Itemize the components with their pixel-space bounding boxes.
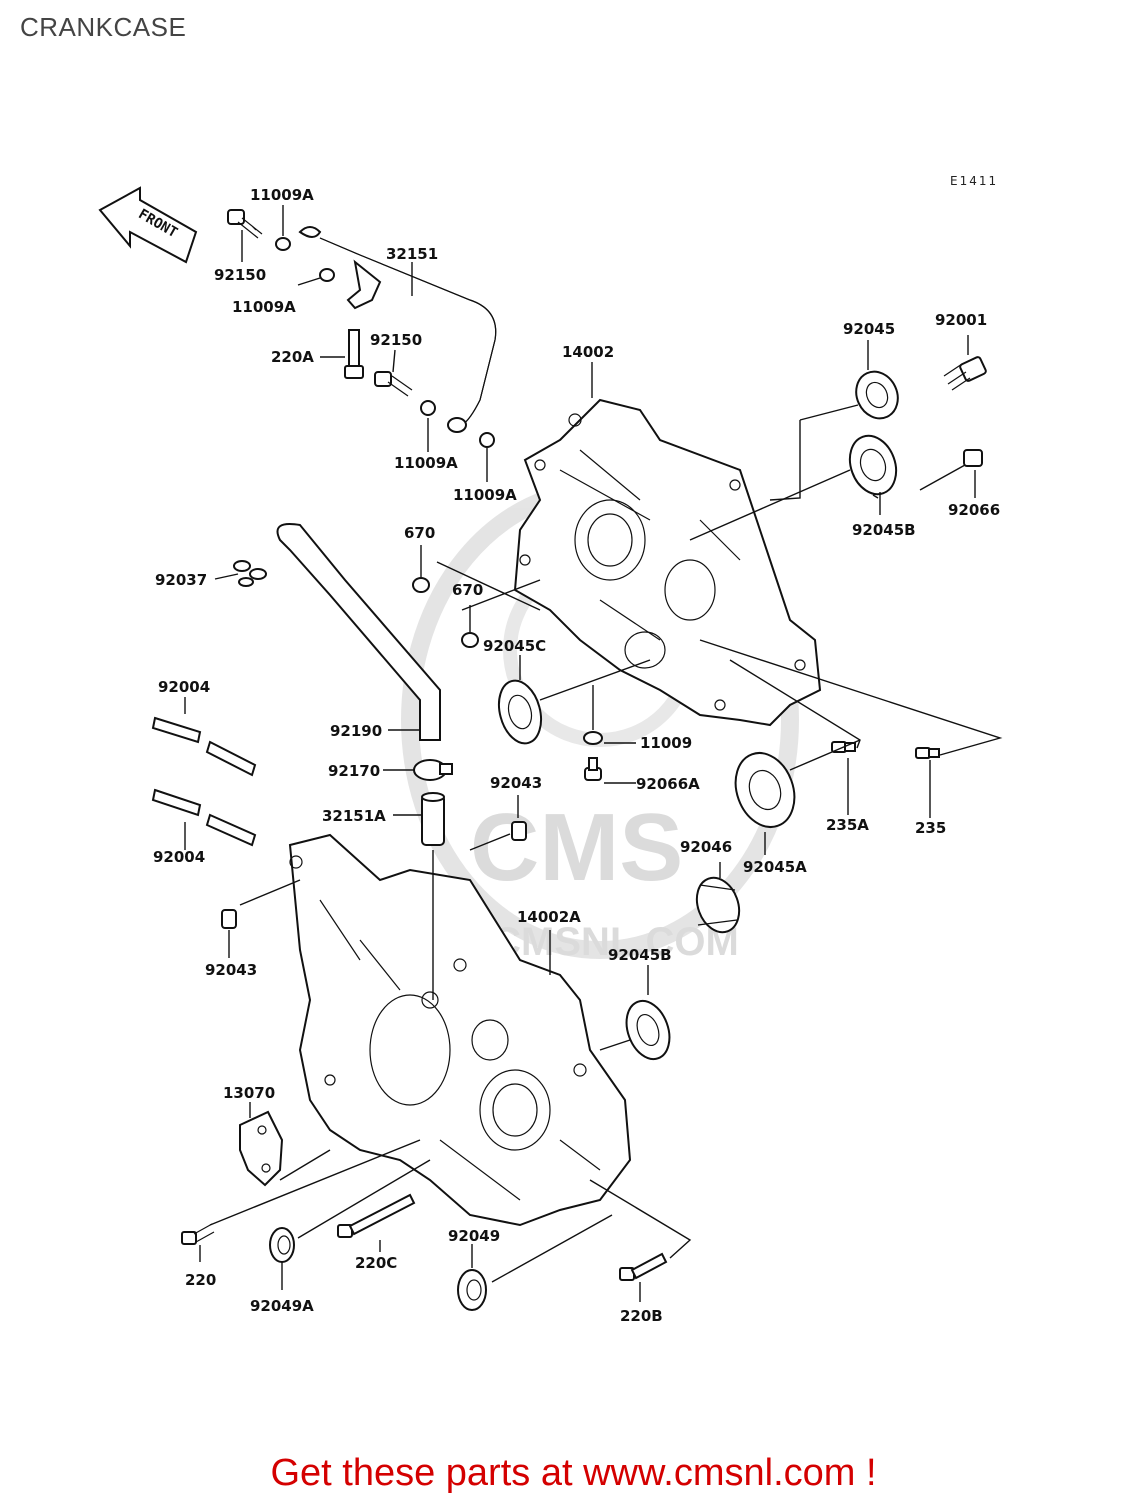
leader-lines [184, 205, 1003, 1302]
label-92043-1: 92043 [490, 774, 542, 792]
lower-crankcase-part [288, 833, 632, 1227]
joint-32151a [421, 792, 445, 846]
label-92001: 92001 [935, 311, 987, 329]
label-220c: 220C [355, 1254, 397, 1272]
label-92045c: 92045C [483, 637, 546, 655]
label-92066: 92066 [948, 501, 1000, 519]
clip-92037 [233, 560, 267, 587]
watermark-brand: CMS [470, 794, 683, 901]
label-235: 235 [915, 819, 946, 837]
label-92004-1: 92004 [158, 678, 210, 696]
label-92045b-2: 92045B [608, 946, 672, 964]
plug-92066 [963, 449, 983, 467]
footer-promo-link[interactable]: Get these parts at www.cmsnl.com ! [270, 1452, 877, 1494]
washer-11009a-mid [420, 400, 436, 416]
bolt-220c [337, 1193, 416, 1238]
oil-pipe-part [298, 226, 497, 433]
label-11009a-1: 11009A [250, 186, 314, 204]
bearing-92045 [855, 370, 899, 420]
label-32151: 32151 [386, 245, 438, 263]
oil-seal-92049 [457, 1269, 487, 1311]
label-92045b-1: 92045B [852, 521, 916, 539]
label-13070: 13070 [223, 1084, 275, 1102]
dowel-92043-right [511, 821, 527, 841]
front-arrow-icon: FRONT [98, 186, 198, 264]
label-670-1: 670 [404, 524, 435, 542]
bearing-92045a [734, 752, 796, 828]
bolt-220 [181, 1223, 215, 1245]
bolt-92150-top [227, 209, 263, 239]
washer-11009a-top [275, 237, 291, 251]
bolt-235a [831, 741, 856, 753]
label-92049a: 92049A [250, 1297, 314, 1315]
upper-crankcase-part [513, 398, 822, 727]
label-92190: 92190 [330, 722, 382, 740]
label-92066a: 92066A [636, 775, 700, 793]
label-32151a: 32151A [322, 807, 386, 825]
bolt-235 [915, 747, 940, 759]
dowel-92043-left [221, 909, 237, 929]
label-92045a: 92045A [743, 858, 807, 876]
label-220: 220 [185, 1271, 216, 1289]
clamp-92170 [413, 759, 453, 781]
bolt-220b [619, 1252, 668, 1281]
stud-92004-bottom [151, 788, 257, 847]
breather-hose-92190 [276, 523, 441, 741]
oil-seal-92049a [269, 1227, 295, 1263]
label-14002a: 14002A [517, 908, 581, 926]
label-92046: 92046 [680, 838, 732, 856]
label-11009a-3: 11009A [394, 454, 458, 472]
label-92045: 92045 [843, 320, 895, 338]
washer-11009a-left [319, 268, 335, 282]
bearing-92046 [695, 876, 741, 934]
plate-13070 [239, 1110, 284, 1187]
label-92004-2: 92004 [153, 848, 205, 866]
label-220b: 220B [620, 1307, 663, 1325]
label-92043-2: 92043 [205, 961, 257, 979]
label-220a: 220A [271, 348, 314, 366]
label-14002: 14002 [562, 343, 614, 361]
diagram-code: E1411 [950, 174, 998, 188]
stud-92004-top [151, 716, 257, 777]
label-92170: 92170 [328, 762, 380, 780]
label-92037: 92037 [155, 571, 207, 589]
label-11009a-2: 11009A [232, 298, 296, 316]
bolt-92001 [943, 356, 987, 391]
bearing-92045b-lower [625, 999, 671, 1061]
washer-11009 [583, 731, 603, 745]
bearing-92045b-upper [848, 434, 898, 496]
label-235a: 235A [826, 816, 869, 834]
bolt-92150-mid [374, 371, 413, 397]
label-92150-1: 92150 [214, 266, 266, 284]
part-labels: 11009A 92150 11009A 32151 220A 92150 110… [153, 186, 1000, 1325]
label-92150-2: 92150 [370, 331, 422, 349]
bearing-92045c [497, 679, 543, 745]
oring-670-right [461, 632, 479, 648]
label-92049: 92049 [448, 1227, 500, 1245]
bolt-220a [344, 329, 364, 379]
label-11009a-4: 11009A [453, 486, 517, 504]
washer-11009a-right [479, 432, 495, 448]
label-11009: 11009 [640, 734, 692, 752]
bolt-92066a [584, 757, 602, 781]
oring-670-left [412, 577, 430, 593]
page-title: CRANKCASE [20, 12, 187, 42]
label-670-2: 670 [452, 581, 483, 599]
